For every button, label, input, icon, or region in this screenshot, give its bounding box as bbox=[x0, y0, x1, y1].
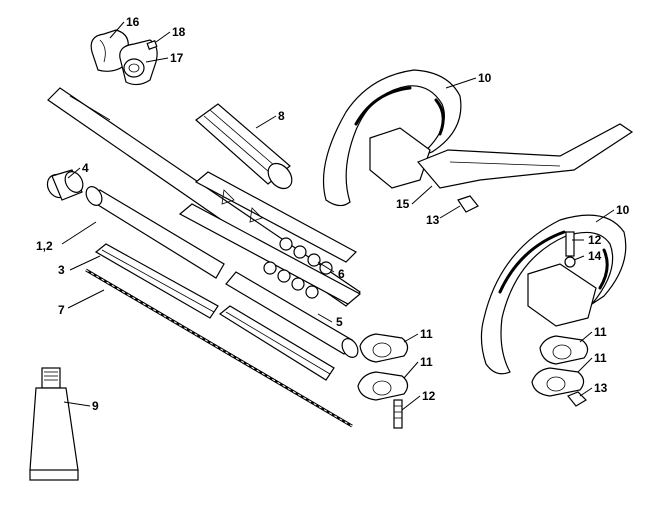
callout-14: 14 bbox=[588, 249, 602, 263]
shaft-liner bbox=[94, 243, 335, 381]
callout-labels: 16 18 17 8 4 1,2 3 6 5 7 9 10 15 13 10 1… bbox=[36, 15, 630, 413]
callout-11-center-a: 11 bbox=[420, 327, 433, 341]
callout-15: 15 bbox=[396, 197, 410, 211]
callout-13-upper: 13 bbox=[426, 213, 440, 227]
screw-center bbox=[393, 399, 403, 429]
callout-11-right-b: 11 bbox=[594, 351, 607, 365]
loop-handle-with-bar bbox=[322, 69, 634, 213]
clamps-center bbox=[357, 333, 409, 401]
callout-11-right-a: 11 bbox=[594, 325, 607, 339]
drive-tube bbox=[85, 186, 359, 358]
callout-5: 5 bbox=[336, 315, 343, 329]
antivibration-sleeve bbox=[195, 103, 293, 190]
callout-18: 18 bbox=[172, 25, 186, 39]
callout-11-center-b: 11 bbox=[420, 355, 433, 369]
callout-1-2: 1,2 bbox=[36, 239, 53, 253]
callout-8: 8 bbox=[278, 109, 285, 123]
callout-10-upper: 10 bbox=[478, 71, 492, 85]
callout-13-right: 13 bbox=[594, 381, 608, 395]
callout-12-center: 12 bbox=[422, 389, 436, 403]
loop-handle-right bbox=[480, 214, 627, 375]
callout-4: 4 bbox=[82, 161, 89, 175]
callout-17: 17 bbox=[170, 51, 184, 65]
clamp-assembly-top bbox=[90, 29, 158, 86]
callout-3: 3 bbox=[58, 263, 65, 277]
leader-lines bbox=[61, 21, 615, 411]
decal-strip-icons bbox=[178, 171, 362, 305]
callout-9: 9 bbox=[92, 399, 99, 413]
callout-10-right: 10 bbox=[616, 203, 630, 217]
grease-tube bbox=[29, 367, 79, 481]
callout-7: 7 bbox=[58, 303, 65, 317]
callout-6: 6 bbox=[338, 267, 345, 281]
callout-12-right: 12 bbox=[588, 233, 602, 247]
callout-16: 16 bbox=[126, 15, 140, 29]
bushing bbox=[46, 169, 84, 201]
clamps-right bbox=[531, 335, 589, 397]
flex-shaft bbox=[85, 268, 353, 428]
